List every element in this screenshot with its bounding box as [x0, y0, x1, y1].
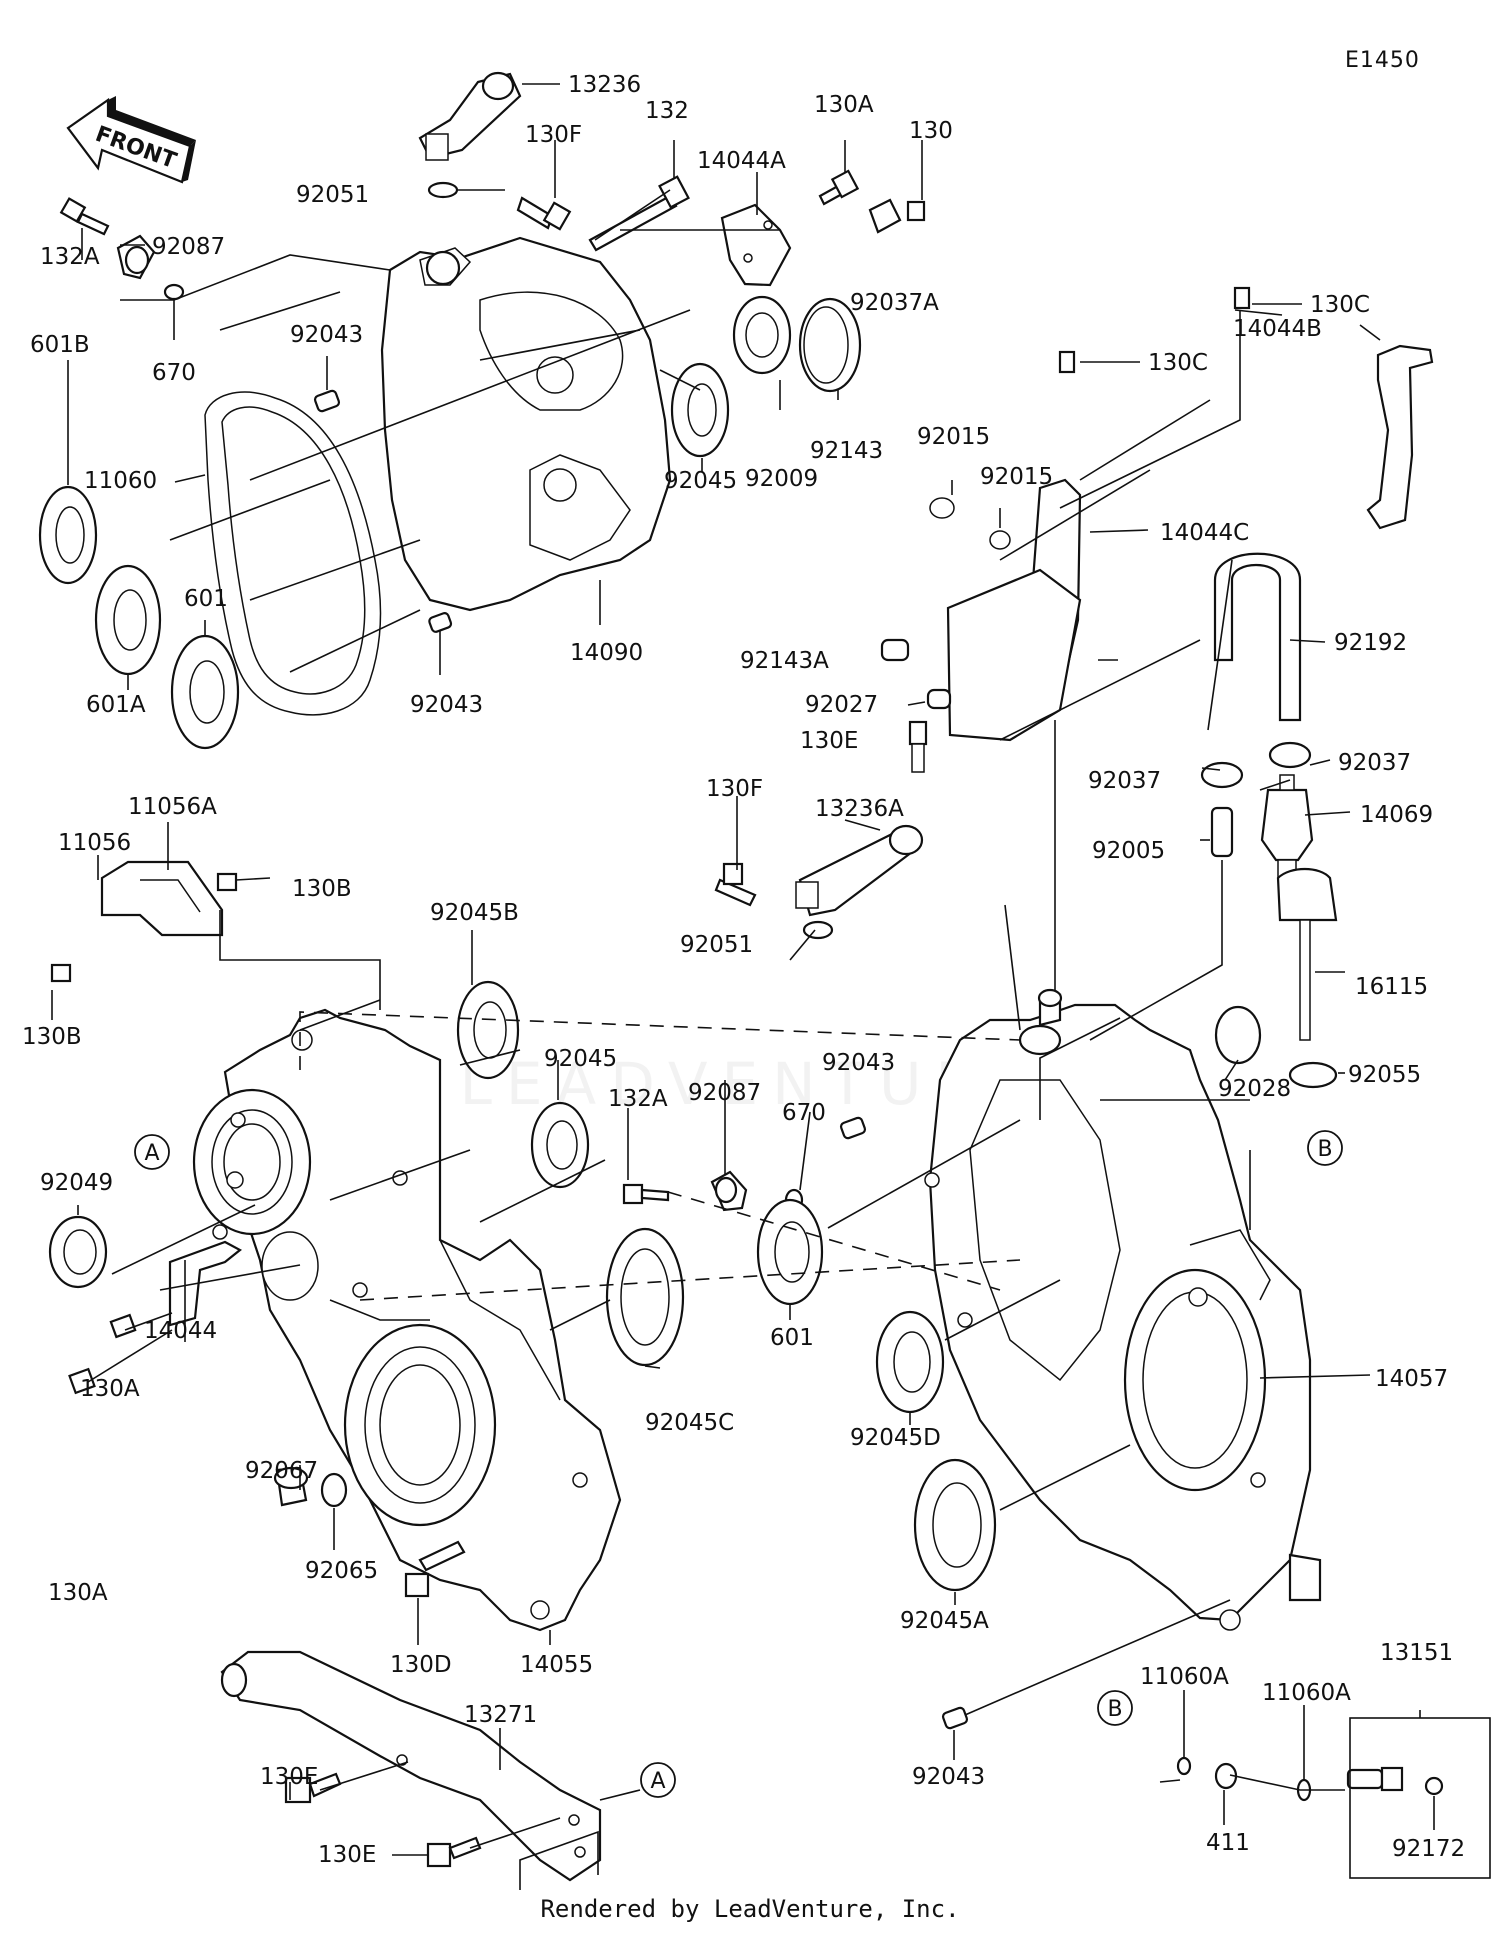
part-label-92015-a: 92015 — [917, 424, 990, 450]
part-label-92045A: 92045A — [900, 1608, 989, 1634]
svg-text:A: A — [144, 1141, 159, 1166]
callout-b-mid: B — [1307, 1130, 1343, 1166]
part-label-11060: 11060 — [84, 468, 157, 494]
part-label-92055: 92055 — [1348, 1062, 1421, 1088]
part-label-11060A-a: 11060A — [1140, 1664, 1229, 1690]
part-label-601B: 601B — [30, 332, 90, 358]
part-label-92065: 92065 — [305, 1558, 378, 1584]
part-label-132A-mid: 132A — [608, 1086, 668, 1112]
part-label-14090: 14090 — [570, 640, 643, 666]
part-label-13236A: 13236A — [815, 796, 904, 822]
part-label-92045-top: 92045 — [664, 468, 737, 494]
part-label-14044A: 14044A — [697, 148, 786, 174]
part-label-92049: 92049 — [40, 1170, 113, 1196]
part-label-92027: 92027 — [805, 692, 878, 718]
part-label-130D: 130D — [390, 1652, 452, 1678]
part-label-11056: 11056 — [58, 830, 131, 856]
part-label-92172: 92172 — [1392, 1836, 1465, 1862]
part-label-670-mid: 670 — [782, 1100, 826, 1126]
part-label-92051-top: 92051 — [296, 182, 369, 208]
part-label-601: 601 — [184, 586, 228, 612]
part-label-13151: 13151 — [1380, 1640, 1453, 1666]
part-label-92045-mid: 92045 — [544, 1046, 617, 1072]
front-arrow-icon: FRONT — [66, 96, 196, 184]
part-label-130C-b: 130C — [1310, 292, 1370, 318]
part-label-130C-a: 130C — [1148, 350, 1208, 376]
part-label-130F-top: 130F — [525, 122, 582, 148]
svg-text:B: B — [1317, 1137, 1332, 1162]
part-label-13271: 13271 — [464, 1702, 537, 1728]
callout-b-bottom: B — [1097, 1690, 1133, 1726]
part-label-132A-top: 132A — [40, 244, 100, 270]
svg-text:B: B — [1107, 1697, 1122, 1722]
part-label-92015-b: 92015 — [980, 464, 1053, 490]
svg-text:A: A — [650, 1769, 665, 1794]
part-label-11056A: 11056A — [128, 794, 217, 820]
dashed-guides — [299, 1011, 1021, 1301]
part-label-130E-b: 130E — [318, 1842, 376, 1868]
bearing-601A — [94, 564, 162, 676]
part-label-601A: 601A — [86, 692, 146, 718]
part-label-92043-right: 92043 — [822, 1050, 895, 1076]
part-label-14044: 14044 — [144, 1318, 217, 1344]
part-label-92043-top: 92043 — [290, 322, 363, 348]
part-label-92143: 92143 — [810, 438, 883, 464]
part-label-16115: 16115 — [1355, 974, 1428, 1000]
part-label-130E-a: 130E — [260, 1764, 318, 1790]
part-label-14069: 14069 — [1360, 802, 1433, 828]
callout-a-bottom: A — [640, 1762, 676, 1798]
part-label-14055: 14055 — [520, 1652, 593, 1678]
part-label-92037-left: 92037 — [1088, 768, 1161, 794]
part-label-92005: 92005 — [1092, 838, 1165, 864]
cover-13271 — [220, 1650, 602, 1882]
part-label-130B-b: 130B — [22, 1024, 82, 1050]
part-label-14044B: 14044B — [1233, 316, 1322, 342]
part-label-92043-mid: 92043 — [410, 692, 483, 718]
part-label-92192: 92192 — [1334, 630, 1407, 656]
part-label-92143A: 92143A — [740, 648, 829, 674]
part-label-601-mid: 601 — [770, 1325, 814, 1351]
part-label-411: 411 — [1206, 1830, 1250, 1856]
part-label-132: 132 — [645, 98, 689, 124]
bearing-601B — [38, 485, 98, 585]
part-label-92037A: 92037A — [850, 290, 939, 316]
part-label-92087-top: 92087 — [152, 234, 225, 260]
part-label-130A-a: 130A — [80, 1376, 140, 1402]
part-label-130B-a: 130B — [292, 876, 352, 902]
part-label-92067: 92067 — [245, 1458, 318, 1484]
part-label-14044C: 14044C — [1160, 520, 1249, 546]
part-label-92045B: 92045B — [430, 900, 519, 926]
part-label-11060A-b: 11060A — [1262, 1680, 1351, 1706]
part-label-92037-right: 92037 — [1338, 750, 1411, 776]
part-label-14057: 14057 — [1375, 1366, 1448, 1392]
part-label-130E-mid: 130E — [800, 728, 858, 754]
part-label-130-top: 130 — [909, 118, 953, 144]
part-label-92051-mid: 92051 — [680, 932, 753, 958]
part-label-92028: 92028 — [1218, 1076, 1291, 1102]
part-label-92087-mid: 92087 — [688, 1080, 761, 1106]
part-label-670-top: 670 — [152, 360, 196, 386]
part-label-130F-mid: 130F — [706, 776, 763, 802]
part-label-92045C: 92045C — [645, 1410, 734, 1436]
part-label-13236: 13236 — [568, 72, 641, 98]
callout-a-mid: A — [134, 1134, 170, 1170]
part-label-92009: 92009 — [745, 466, 818, 492]
part-label-92043-bottom: 92043 — [912, 1764, 985, 1790]
leader-lines — [51, 83, 1435, 1890]
part-label-92045D: 92045D — [850, 1425, 941, 1451]
diagram-code: E1450 — [1345, 48, 1420, 73]
part-labels: 13236 130F 132 130A 130 14044A 92051 920… — [22, 72, 1465, 1868]
part-label-130A-top: 130A — [814, 92, 874, 118]
footer-credit: Rendered by LeadVenture, Inc. — [540, 1895, 960, 1923]
part-label-130A-b: 130A — [48, 1580, 108, 1606]
bearing-601 — [170, 634, 240, 750]
